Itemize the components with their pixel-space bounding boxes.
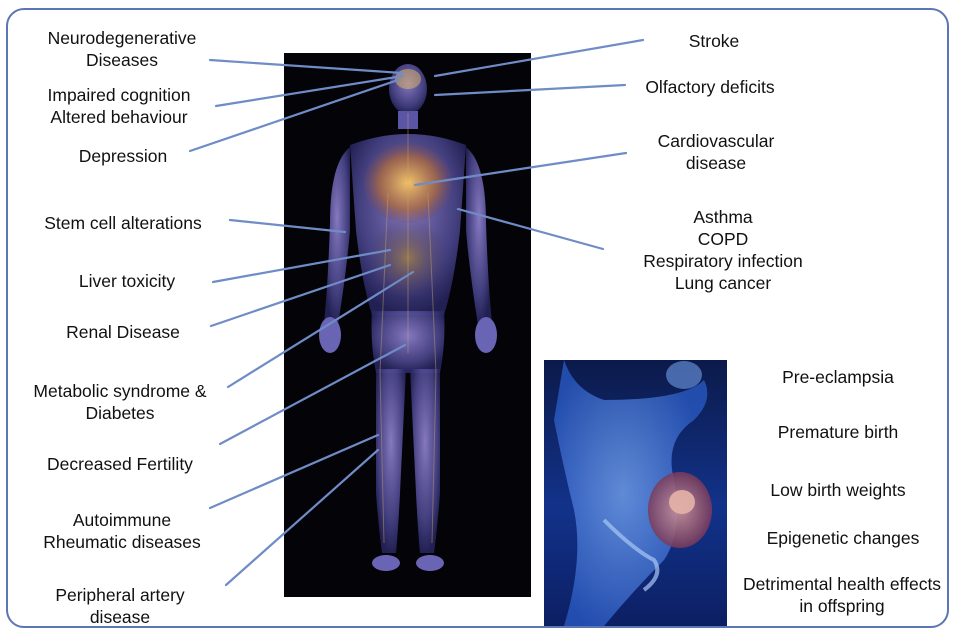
label-line: Stem cell alterations [32, 212, 214, 234]
label-line: Renal Disease [56, 321, 190, 343]
label-line: Rheumatic diseases [30, 531, 214, 553]
label-line: Asthma [628, 206, 818, 228]
label-decreased-fertility: Decreased Fertility [34, 453, 206, 475]
label-line: Respiratory infection [628, 250, 818, 272]
brain-shape [395, 69, 421, 89]
label-cardiovascular-disease: Cardiovascular disease [636, 130, 796, 174]
label-line: Cardiovascular [636, 130, 796, 152]
pregnancy-panel [544, 360, 727, 626]
label-stem-cell-alterations: Stem cell alterations [32, 212, 214, 234]
label-line: Diabetes [20, 402, 220, 424]
left-arm [466, 147, 492, 325]
fetus-shape [669, 490, 695, 514]
label-depression: Depression [70, 145, 176, 167]
label-peripheral-artery-disease: Peripheral artery disease [40, 584, 200, 628]
label-premature-birth: Premature birth [758, 421, 918, 443]
label-line: Liver toxicity [70, 270, 184, 292]
label-line: COPD [628, 228, 818, 250]
label-line: Low birth weights [752, 479, 924, 501]
label-line: Metabolic syndrome & [20, 380, 220, 402]
label-olfactory-deficits: Olfactory deficits [630, 76, 790, 98]
label-line: Diseases [38, 49, 206, 71]
label-line: Epigenetic changes [750, 527, 936, 549]
label-autoimmune-rheumatic: Autoimmune Rheumatic diseases [30, 509, 214, 553]
label-line: Neurodegenerative [38, 27, 206, 49]
right-arm [324, 147, 350, 325]
label-line: Olfactory deficits [630, 76, 790, 98]
label-line: disease [636, 152, 796, 174]
label-renal-disease: Renal Disease [56, 321, 190, 343]
label-line: Autoimmune [30, 509, 214, 531]
label-line: Impaired cognition [36, 84, 202, 106]
label-line: Depression [70, 145, 176, 167]
label-stroke: Stroke [664, 30, 764, 52]
label-line: Stroke [664, 30, 764, 52]
human-body-panel [284, 53, 531, 597]
label-epigenetic-changes: Epigenetic changes [750, 527, 936, 549]
label-metabolic-syndrome: Metabolic syndrome & Diabetes [20, 380, 220, 424]
label-pre-eclampsia: Pre-eclampsia [758, 366, 918, 388]
label-line: Detrimental health effects [730, 573, 954, 595]
label-line: disease [40, 606, 200, 628]
label-low-birth-weights: Low birth weights [752, 479, 924, 501]
label-line: Pre-eclampsia [758, 366, 918, 388]
label-impaired-cognition: Impaired cognition Altered behaviour [36, 84, 202, 128]
pregnant-woman-illustration [544, 360, 727, 626]
label-line: Altered behaviour [36, 106, 202, 128]
label-line: Lung cancer [628, 272, 818, 294]
label-line: Peripheral artery [40, 584, 200, 606]
label-liver-toxicity: Liver toxicity [70, 270, 184, 292]
human-body-illustration [284, 53, 531, 597]
label-respiratory-diseases: Asthma COPD Respiratory infection Lung c… [628, 206, 818, 294]
label-line: Decreased Fertility [34, 453, 206, 475]
label-detrimental-health-effects: Detrimental health effects in offspring [730, 573, 954, 617]
label-line: Premature birth [758, 421, 918, 443]
label-neurodegenerative-diseases: Neurodegenerative Diseases [38, 27, 206, 71]
label-line: in offspring [730, 595, 954, 617]
